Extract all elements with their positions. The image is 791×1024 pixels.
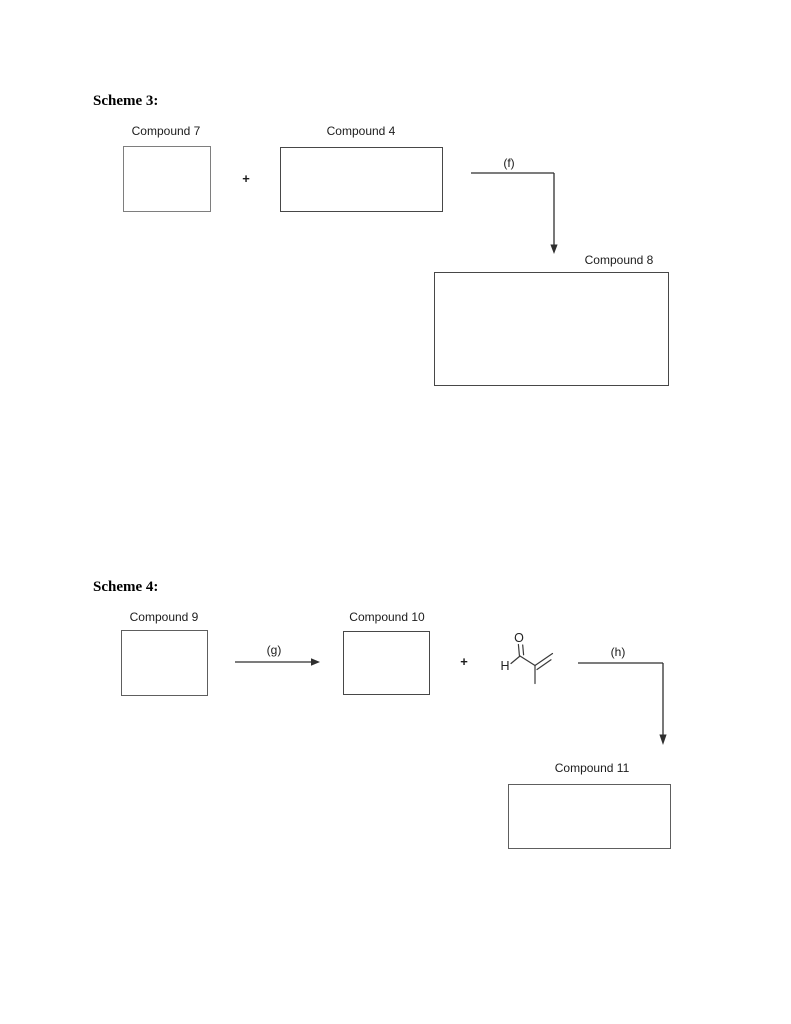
elbow-arrow-f-icon [471, 172, 558, 254]
right-arrow-g-icon [235, 658, 320, 666]
methacrolein-structure-icon [510, 643, 554, 685]
compound7-box [123, 146, 211, 212]
compound8-box [434, 272, 669, 386]
compound7-label: Compound 7 [131, 124, 201, 138]
compound4-box [280, 147, 443, 212]
compound8-label: Compound 8 [584, 253, 654, 267]
step-h-label: (h) [610, 645, 626, 659]
plus-sign-scheme3: + [242, 171, 250, 186]
compound9-box [121, 630, 208, 696]
compound11-box [508, 784, 671, 849]
elbow-arrow-h-icon [578, 662, 667, 745]
compound10-label: Compound 10 [349, 610, 425, 624]
compound11-label: Compound 11 [554, 761, 630, 775]
hydrogen-atom-label: H [500, 659, 510, 673]
compound4-label: Compound 4 [326, 124, 396, 138]
step-g-label: (g) [266, 643, 282, 657]
scheme3-title: Scheme 3: [93, 93, 159, 109]
step-f-label: (f) [503, 156, 515, 170]
oxygen-atom-label: O [514, 631, 524, 645]
compound9-label: Compound 9 [129, 610, 199, 624]
scheme4-title: Scheme 4: [93, 579, 159, 595]
plus-sign-scheme4: + [460, 654, 468, 669]
compound10-box [343, 631, 430, 695]
